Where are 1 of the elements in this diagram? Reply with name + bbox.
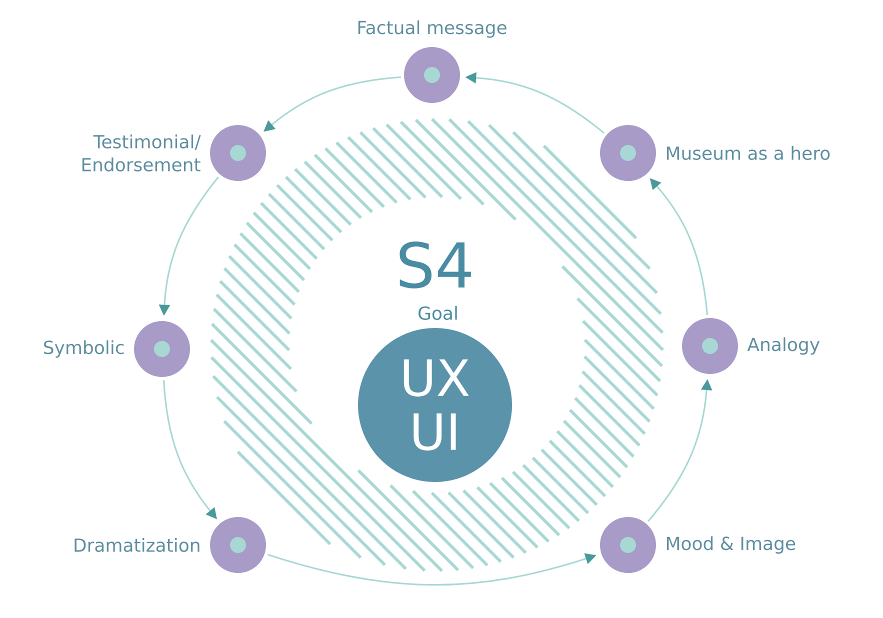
heading: S4 xyxy=(400,242,471,288)
